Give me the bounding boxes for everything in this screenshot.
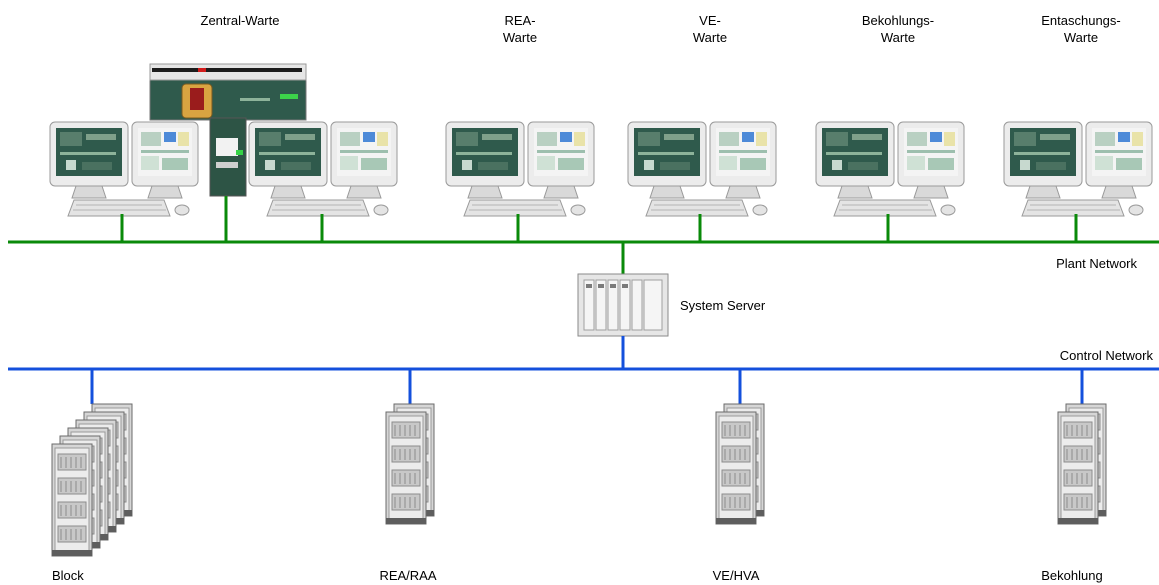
label-entaschungs-warte-line1: Entaschungs-: [1041, 13, 1121, 28]
label-block: Block: [52, 568, 84, 583]
label-entaschungs-warte-line2: Warte: [1064, 30, 1098, 45]
label-control-network: Control Network: [1060, 348, 1154, 363]
label-rea-raa: REA/RAA: [379, 568, 436, 583]
operator-workstation-icon: [1003, 121, 1153, 217]
operator-workstation-icon: [445, 121, 595, 217]
label-system-server: System Server: [680, 298, 766, 313]
operator-workstation-icon: [49, 121, 199, 217]
label-rea-warte-line2: Warte: [503, 30, 537, 45]
plant-network: [8, 196, 1159, 274]
label-rea-warte-line1: REA-: [504, 13, 535, 28]
label-ve-warte-line2: Warte: [693, 30, 727, 45]
operator-workstation-icon: [627, 121, 777, 217]
zentral-cabinet-icon: [209, 117, 247, 197]
server-rack-icon: [577, 273, 669, 337]
label-bekohlungs-warte-line2: Warte: [881, 30, 915, 45]
label-bekohlungs-warte-line1: Bekohlungs-: [862, 13, 934, 28]
large-screen-display-icon: [149, 63, 307, 121]
controller-cabinet-icon: [715, 403, 765, 525]
label-bekohlung: Bekohlung: [1041, 568, 1102, 583]
operator-workstation-icon: [248, 121, 398, 217]
label-ve-hva: VE/HVA: [713, 568, 760, 583]
controller-cabinet-stack-icon: [51, 403, 133, 557]
operator-workstation-icon: [815, 121, 965, 217]
controller-cabinet-icon: [385, 403, 435, 525]
controller-cabinet-icon: [1057, 403, 1107, 525]
control-network: [8, 336, 1159, 404]
label-zentral-warte: Zentral-Warte: [201, 13, 280, 28]
label-ve-warte-line1: VE-: [699, 13, 721, 28]
label-plant-network: Plant Network: [1056, 256, 1137, 271]
